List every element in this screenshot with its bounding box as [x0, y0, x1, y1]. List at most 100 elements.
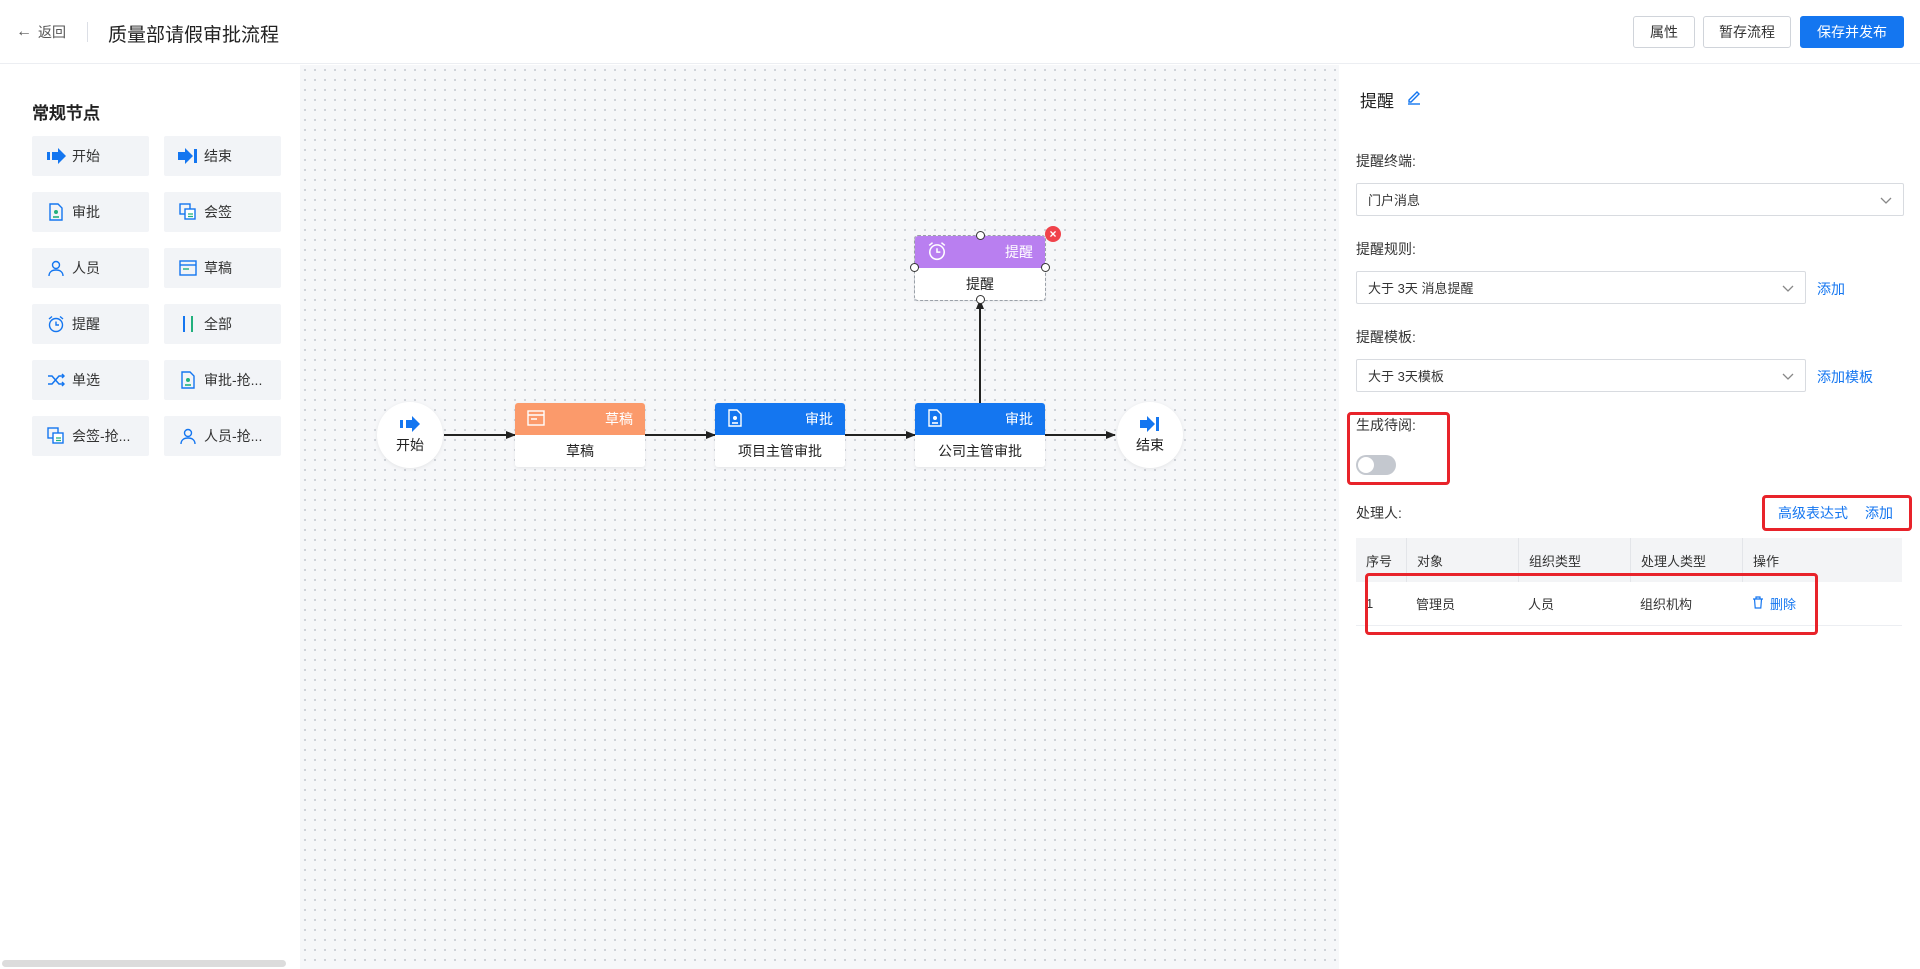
approve2-node-header: 审批 — [915, 403, 1045, 435]
start-node[interactable]: 开始 — [377, 402, 443, 468]
todo-toggle[interactable] — [1356, 455, 1396, 475]
person-icon — [46, 258, 66, 278]
chevron-down-icon — [1781, 369, 1795, 383]
chevron-down-icon — [1879, 193, 1893, 207]
properties-panel: 提醒 提醒终端: 门户消息 提醒规则: 大于 3天 消息提醒 添加 提醒模板: … — [1340, 65, 1920, 969]
parallel-icon — [178, 314, 198, 334]
delete-node-icon[interactable]: × — [1045, 226, 1061, 242]
palette-item-countersign-grab[interactable]: 会签-抢... — [32, 416, 149, 456]
palette-item-label: 审批-抢... — [204, 372, 263, 388]
remind-node-header: 提醒 — [915, 236, 1045, 268]
add-template-link[interactable]: 添加模板 — [1817, 369, 1873, 385]
col-index: 序号 — [1366, 553, 1393, 569]
advanced-expression-link[interactable]: 高级表达式 — [1778, 505, 1848, 521]
delete-row-button[interactable]: 删除 — [1742, 582, 1902, 625]
flow-edges — [444, 299, 1116, 439]
palette-scrollbar[interactable] — [2, 960, 286, 967]
approve2-node[interactable]: 审批 公司主管审批 — [915, 403, 1045, 467]
table-row: 1 管理员 人员 组织机构 删除 — [1356, 582, 1902, 626]
draft-node-name: 草稿 — [566, 443, 594, 459]
approve1-node-header: 审批 — [715, 403, 845, 435]
save-draft-button[interactable]: 暂存流程 — [1703, 16, 1791, 48]
palette-item-label: 草稿 — [204, 260, 232, 276]
panel-title-text: 提醒 — [1360, 92, 1394, 111]
palette-item-single[interactable]: 单选 — [32, 360, 149, 400]
approval-doc-icon — [727, 408, 743, 430]
draft-node[interactable]: 草稿 草稿 — [515, 403, 645, 467]
terminal-label: 提醒终端: — [1356, 153, 1416, 169]
person-icon — [178, 426, 198, 446]
palette-item-approval-grab[interactable]: 审批-抢... — [164, 360, 281, 400]
palette-item-label: 开始 — [72, 148, 100, 164]
palette-item-person[interactable]: 人员 — [32, 248, 149, 288]
palette-item-remind[interactable]: 提醒 — [32, 304, 149, 344]
remind-node[interactable]: 提醒 提醒 — [914, 235, 1046, 301]
countersign-icon — [178, 202, 198, 222]
terminal-select[interactable]: 门户消息 — [1356, 183, 1904, 216]
approval-doc-icon — [46, 202, 66, 222]
cell-handler-type: 组织机构 — [1640, 597, 1693, 612]
palette-item-label: 会签 — [204, 204, 232, 220]
palette-item-person-grab[interactable]: 人员-抢... — [164, 416, 281, 456]
alarm-clock-icon — [927, 241, 947, 264]
start-node-label: 开始 — [396, 436, 424, 453]
page-title: 质量部请假审批流程 — [108, 25, 280, 46]
palette-title: 常规节点 — [32, 104, 100, 123]
template-label: 提醒模板: — [1356, 329, 1416, 345]
palette-item-label: 提醒 — [72, 316, 100, 332]
draft-icon — [527, 409, 545, 429]
handler-table: 序号 对象 组织类型 处理人类型 操作 1 管理员 人员 组织机构 删除 — [1356, 538, 1902, 626]
palette-item-end[interactable]: 结束 — [164, 136, 281, 176]
end-arrow-icon — [178, 146, 198, 166]
col-org-type: 组织类型 — [1518, 538, 1630, 582]
palette-item-label: 结束 — [204, 148, 232, 164]
start-arrow-icon — [46, 146, 66, 166]
template-select[interactable]: 大于 3天模板 — [1356, 359, 1806, 392]
col-target: 对象 — [1406, 538, 1518, 582]
palette-item-countersign[interactable]: 会签 — [164, 192, 281, 232]
remind-node-type: 提醒 — [1005, 244, 1033, 260]
approve1-node-name: 项目主管审批 — [738, 443, 822, 459]
trash-icon — [1752, 595, 1764, 612]
connect-handle-left[interactable] — [910, 263, 919, 272]
cell-target: 管理员 — [1416, 597, 1456, 612]
palette-item-label: 单选 — [72, 372, 100, 388]
draft-icon — [178, 258, 198, 278]
approve1-node-type: 审批 — [805, 411, 833, 427]
rule-label: 提醒规则: — [1356, 241, 1416, 257]
add-rule-link[interactable]: 添加 — [1817, 281, 1845, 297]
back-label: 返回 — [38, 24, 66, 40]
rule-select[interactable]: 大于 3天 消息提醒 — [1356, 271, 1806, 304]
palette-item-label: 人员 — [72, 260, 100, 276]
palette-item-all[interactable]: 全部 — [164, 304, 281, 344]
remind-node-name: 提醒 — [966, 276, 994, 292]
connect-handle-top[interactable] — [976, 231, 985, 240]
end-node[interactable]: 结束 — [1117, 402, 1183, 468]
start-arrow-icon — [399, 415, 421, 435]
terminal-value: 门户消息 — [1368, 193, 1421, 208]
palette-item-approval[interactable]: 审批 — [32, 192, 149, 232]
handler-label: 处理人: — [1356, 505, 1402, 521]
properties-button[interactable]: 属性 — [1633, 16, 1695, 48]
approve1-node[interactable]: 审批 项目主管审批 — [715, 403, 845, 467]
alarm-clock-icon — [46, 314, 66, 334]
end-node-label: 结束 — [1136, 436, 1164, 453]
edit-pencil-icon[interactable] — [1406, 89, 1422, 110]
back-button[interactable]: ← 返回 — [16, 22, 66, 42]
chevron-down-icon — [1781, 281, 1795, 295]
palette-item-start[interactable]: 开始 — [32, 136, 149, 176]
connect-handle-bottom[interactable] — [976, 295, 985, 304]
countersign-icon — [46, 426, 66, 446]
palette-item-label: 会签-抢... — [72, 428, 131, 444]
col-handler-type: 处理人类型 — [1630, 538, 1742, 582]
palette-item-label: 审批 — [72, 204, 100, 220]
connect-handle-right[interactable] — [1041, 263, 1050, 272]
flow-canvas[interactable]: 开始 草稿 草稿 审批 项目主管审批 审批 公司主管审批 提醒 提醒 × — [300, 65, 1339, 969]
cell-index: 1 — [1366, 596, 1374, 611]
palette-item-label: 全部 — [204, 316, 232, 332]
shuffle-icon — [46, 370, 66, 390]
add-handler-link[interactable]: 添加 — [1865, 505, 1893, 521]
palette-item-draft[interactable]: 草稿 — [164, 248, 281, 288]
draft-node-type: 草稿 — [605, 411, 633, 427]
save-publish-button[interactable]: 保存并发布 — [1800, 16, 1904, 48]
